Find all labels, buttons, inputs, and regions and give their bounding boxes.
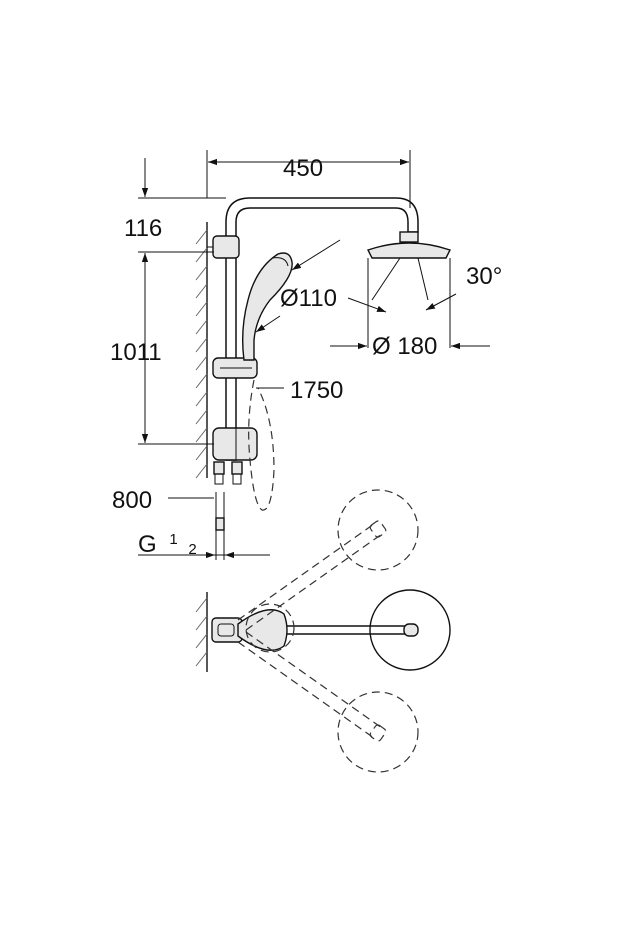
wall-bracket-top [207,235,240,259]
top-head-circle [369,589,451,671]
dim-inlet-height: 800 [112,487,152,514]
swivel-positions [237,489,419,773]
dim-top-offset: 116 [124,215,162,242]
dim-head-angle: 30° [466,263,502,290]
dimension-arrows [141,158,490,559]
dim-bar-length: 1011 [110,339,162,366]
overhead-arm [225,197,419,243]
thread-num: 1 [169,531,177,548]
wall-hatching-front [195,222,208,479]
dim-width-arm: 450 [283,155,323,182]
dim-handshower-diameter: Ø110 [280,285,337,312]
front-view: 450 116 1011 Ø110 Ø 180 30° 1750 800 G 1… [110,150,502,560]
top-view [195,489,451,773]
dim-thread: G 1 2 [138,523,197,558]
slider-bracket [212,357,258,379]
mixer-body [212,427,258,461]
top-hand-shower [237,609,288,651]
inlet-connectors [213,461,243,485]
inlet-pipe [215,492,225,560]
dim-head-diameter: Ø 180 [372,333,437,360]
wall-hatching-top [195,592,208,672]
dim-hose-length: 1750 [290,377,343,404]
thread-den: 2 [188,541,196,558]
shower-head [367,231,451,259]
hand-shower [241,252,293,361]
hose [248,379,275,511]
thread-main: G [138,531,157,558]
